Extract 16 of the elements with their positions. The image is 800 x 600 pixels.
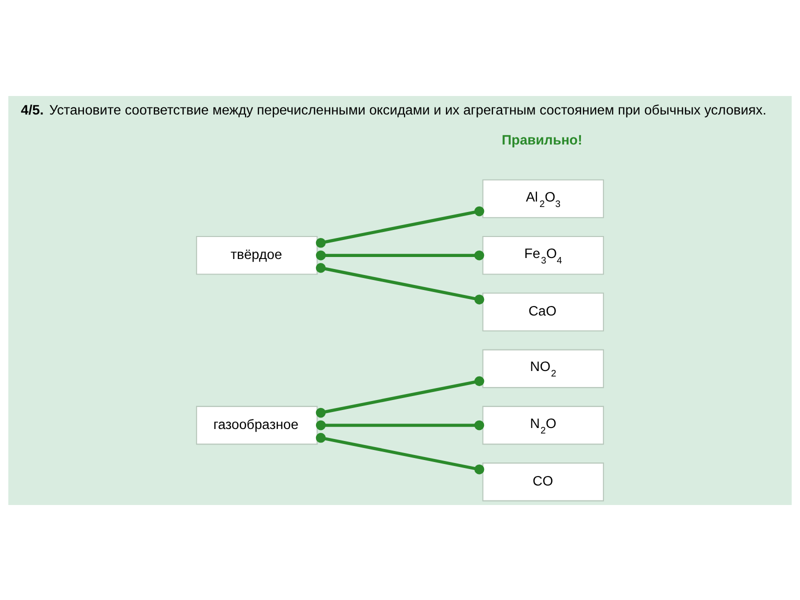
label: Правильно! [502, 132, 582, 148]
node-box: N$_{2}$O [482, 405, 604, 444]
node-box: газообразное [196, 405, 318, 444]
connector [316, 376, 484, 418]
node-box: твёрдое [196, 236, 318, 274]
connector [316, 432, 484, 474]
diagram-title: 4/5. Установите соответствие между перечисленными оксидами и их агрегатным состоянием при обычных условиях. [20, 102, 766, 117]
connector [316, 250, 484, 260]
node-box: Al$_{2}$O$_{3}$ [482, 178, 604, 218]
node-box: CaO [482, 292, 604, 331]
connector [316, 420, 484, 430]
connector [316, 262, 484, 304]
node-box: Fe$_{3}$O$_{4}$ [482, 236, 604, 274]
node-box: NO$_{2}$ [482, 348, 604, 388]
connector [316, 206, 484, 248]
node-box: CO [482, 462, 604, 501]
